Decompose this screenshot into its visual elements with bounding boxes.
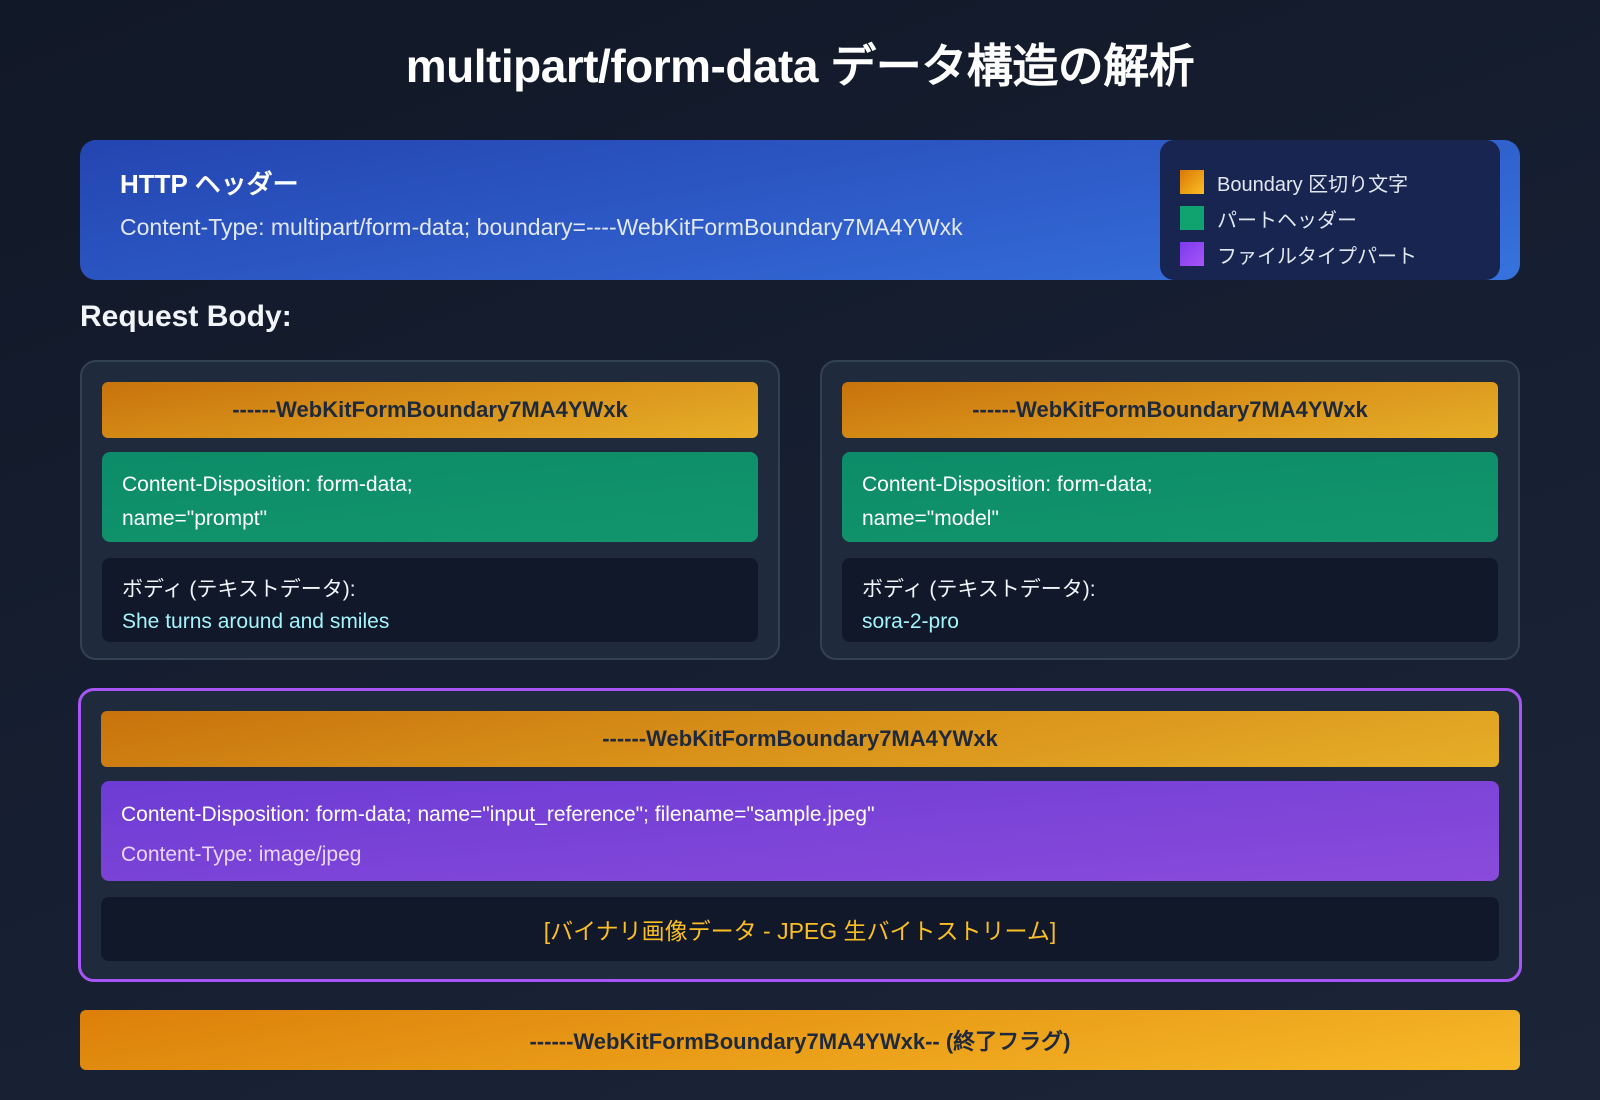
http-header-title: HTTP ヘッダー	[120, 169, 299, 199]
legend-label: ファイルタイプパート	[1217, 245, 1417, 268]
http-header-content-type: Content-Type: multipart/form-data; bound…	[120, 214, 963, 240]
part-header-line: name="prompt"	[122, 507, 268, 530]
part-header: Content-Disposition: form-data; name="mo…	[842, 452, 1498, 542]
legend-label: Boundary 区切り文字	[1217, 173, 1409, 196]
request-body-label: Request Body:	[80, 300, 292, 333]
page-title: multipart/form-data データ構造の解析	[405, 40, 1195, 92]
part-body-value: sora-2-pro	[862, 610, 959, 633]
end-boundary-bar: ------WebKitFormBoundary7MA4YWxk-- (終了フラ…	[80, 1010, 1520, 1070]
part-body-label: ボディ (テキストデータ):	[122, 578, 356, 601]
boundary-bar: ------WebKitFormBoundary7MA4YWxk	[842, 382, 1498, 438]
legend-item-part-header: パートヘッダー	[1180, 200, 1480, 236]
part-card-model: ------WebKitFormBoundary7MA4YWxk Content…	[820, 360, 1520, 660]
part-body: ボディ (テキストデータ): sora-2-pro	[842, 558, 1498, 642]
file-part-header-line: Content-Disposition: form-data; name="in…	[121, 803, 875, 826]
part-header-line: Content-Disposition: form-data;	[122, 473, 413, 496]
boundary-bar: ------WebKitFormBoundary7MA4YWxk	[102, 382, 758, 438]
part-body-label: ボディ (テキストデータ):	[862, 578, 1096, 601]
part-header: Content-Disposition: form-data; name="pr…	[102, 452, 758, 542]
legend: Boundary 区切り文字 パートヘッダー ファイルタイプパート	[1160, 140, 1500, 280]
binary-data-box: [バイナリ画像データ - JPEG 生バイトストリーム]	[101, 897, 1499, 961]
boundary-swatch-icon	[1180, 170, 1204, 194]
file-part-header: Content-Disposition: form-data; name="in…	[101, 781, 1499, 881]
legend-label: パートヘッダー	[1217, 209, 1357, 232]
part-card-prompt: ------WebKitFormBoundary7MA4YWxk Content…	[80, 360, 780, 660]
file-part-content-type: Content-Type: image/jpeg	[121, 843, 362, 866]
part-header-line: Content-Disposition: form-data;	[862, 473, 1153, 496]
file-part-swatch-icon	[1180, 242, 1204, 266]
part-body: ボディ (テキストデータ): She turns around and smil…	[102, 558, 758, 642]
part-header-swatch-icon	[1180, 206, 1204, 230]
part-card-file: ------WebKitFormBoundary7MA4YWxk Content…	[78, 688, 1522, 982]
part-body-value: She turns around and smiles	[122, 610, 390, 633]
legend-item-boundary: Boundary 区切り文字	[1180, 164, 1480, 200]
part-header-line: name="model"	[862, 507, 999, 530]
boundary-bar: ------WebKitFormBoundary7MA4YWxk	[101, 711, 1499, 767]
legend-item-file-part: ファイルタイプパート	[1180, 236, 1480, 272]
